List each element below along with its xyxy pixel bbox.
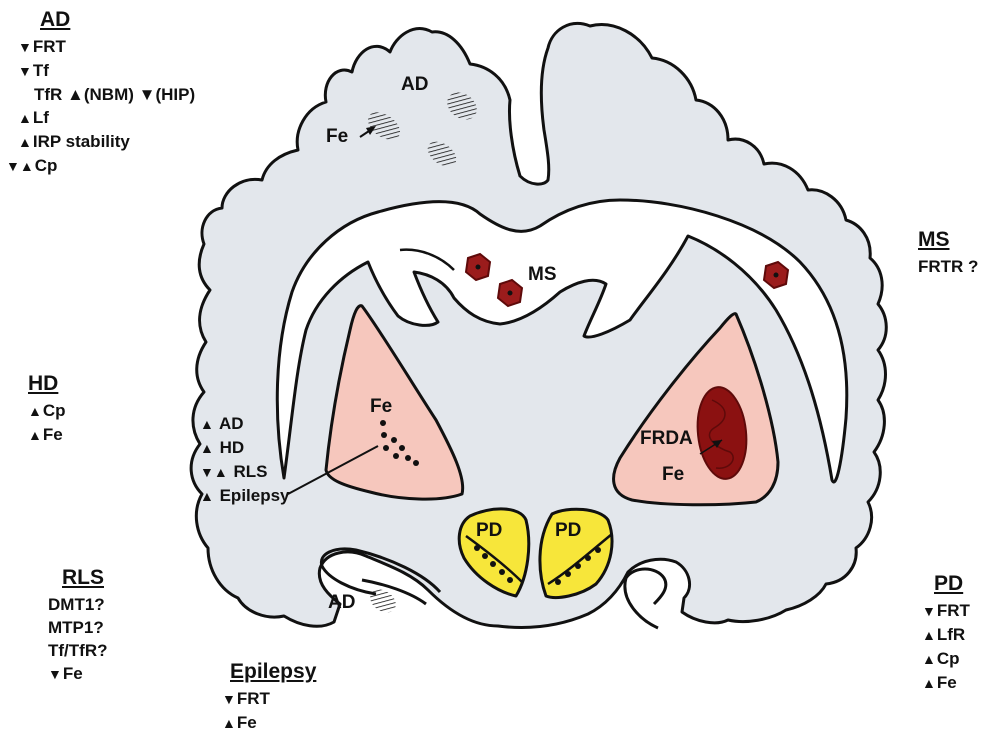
ad-line: ▼FRT	[18, 35, 195, 59]
hd-panel: HD ▲Cp ▲Fe	[28, 372, 66, 447]
pd-line: ▲Fe	[922, 671, 970, 695]
fe-right-basal-label: Fe	[662, 464, 684, 486]
ms-line: FRTR ?	[918, 255, 978, 278]
ad-panel: AD ▼FRT ▼Tf TfR ▲(NBM) ▼(HIP) ▲Lf ▲IRP s…	[18, 8, 195, 178]
hd-line: ▲Cp	[28, 399, 66, 423]
ad-temporal-label: AD	[328, 592, 355, 614]
pd-left-label: PD	[476, 520, 502, 542]
ms-heading: MS	[918, 228, 978, 251]
ad-line: TfR ▲(NBM) ▼(HIP)	[34, 83, 195, 106]
rls-line: MTP1?	[48, 616, 107, 639]
epilepsy-panel: Epilepsy ▼FRT ▲Fe	[222, 660, 316, 735]
rls-line: ▼Fe	[48, 662, 107, 686]
center-list-item: ▲ Epilepsy	[200, 484, 290, 508]
pd-line: ▼FRT	[922, 599, 970, 623]
pd-heading: PD	[934, 572, 970, 595]
rls-panel: RLS DMT1? MTP1? Tf/TfR? ▼Fe	[48, 566, 107, 686]
epilepsy-heading: Epilepsy	[230, 660, 316, 683]
ad-line: ▲IRP stability	[18, 130, 195, 154]
rls-line: Tf/TfR?	[48, 639, 107, 662]
ad-cortex-label: AD	[401, 74, 428, 96]
hd-heading: HD	[28, 372, 66, 395]
center-disease-list: ▲ AD ▲ HD ▼▲ RLS ▲ Epilepsy	[200, 412, 290, 508]
pd-line: ▲LfR	[922, 623, 970, 647]
epilepsy-line: ▼FRT	[222, 687, 316, 711]
ms-label: MS	[528, 264, 557, 286]
pd-panel: PD ▼FRT ▲LfR ▲Cp ▲Fe	[922, 572, 970, 695]
ad-heading: AD	[40, 8, 195, 31]
ms-lesion	[764, 262, 788, 288]
center-list-item: ▲ AD	[200, 412, 290, 436]
rls-line: DMT1?	[48, 593, 107, 616]
ad-line: ▲Lf	[18, 106, 195, 130]
fe-left-basal-label: Fe	[370, 396, 392, 418]
right-temporal-sulcus	[625, 569, 666, 628]
ad-line: ▼▲Cp	[6, 154, 195, 178]
epilepsy-line: ▲Fe	[222, 711, 316, 735]
ms-lesion	[466, 254, 490, 280]
center-list-item: ▼▲ RLS	[200, 460, 290, 484]
hd-line: ▲Fe	[28, 423, 66, 447]
rls-heading: RLS	[62, 566, 107, 589]
pd-line: ▲Cp	[922, 647, 970, 671]
center-list-item: ▲ HD	[200, 436, 290, 460]
pd-right-label: PD	[555, 520, 581, 542]
fe-cortex-label: Fe	[326, 126, 348, 148]
ms-panel: MS FRTR ?	[918, 228, 978, 278]
ad-line: ▼Tf	[18, 59, 195, 83]
frda-label: FRDA	[640, 428, 693, 450]
ms-lesion	[498, 280, 522, 306]
